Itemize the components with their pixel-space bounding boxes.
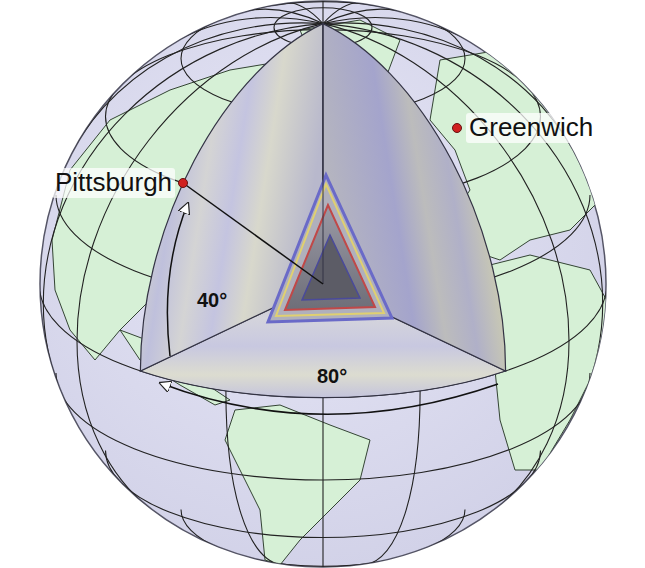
meridian-line [282,3,323,24]
longitude-arrow [160,383,498,414]
meridian-line [77,24,323,518]
land-masses [52,20,612,565]
city-dot [179,179,188,188]
place-label: Greenwich [466,113,596,143]
place-label: Pittsburgh [52,168,175,198]
wedge-edge [323,24,324,284]
meridian-line [323,3,364,24]
inner-triangle [276,184,384,316]
latitude-arrow [167,203,188,356]
radius-line [183,183,323,284]
meridian-line [322,1,323,24]
angle-label: 80° [314,365,350,388]
inner-triangle [268,175,392,322]
inner-triangle [302,235,360,300]
south-america [225,405,370,565]
graticule [39,1,607,567]
inner-triangle [285,205,375,310]
city-dot [453,124,462,133]
angle-label: 40° [194,289,230,312]
